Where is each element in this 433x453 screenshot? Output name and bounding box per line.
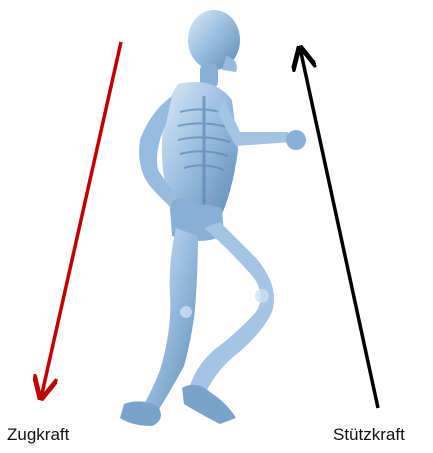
support-force-arrow	[300, 48, 378, 408]
support-force-label: Stützkraft	[333, 425, 405, 445]
skeleton-runner-icon	[120, 10, 306, 426]
pull-force-label: Zugkraft	[7, 425, 69, 445]
pull-force-arrow	[41, 42, 121, 398]
